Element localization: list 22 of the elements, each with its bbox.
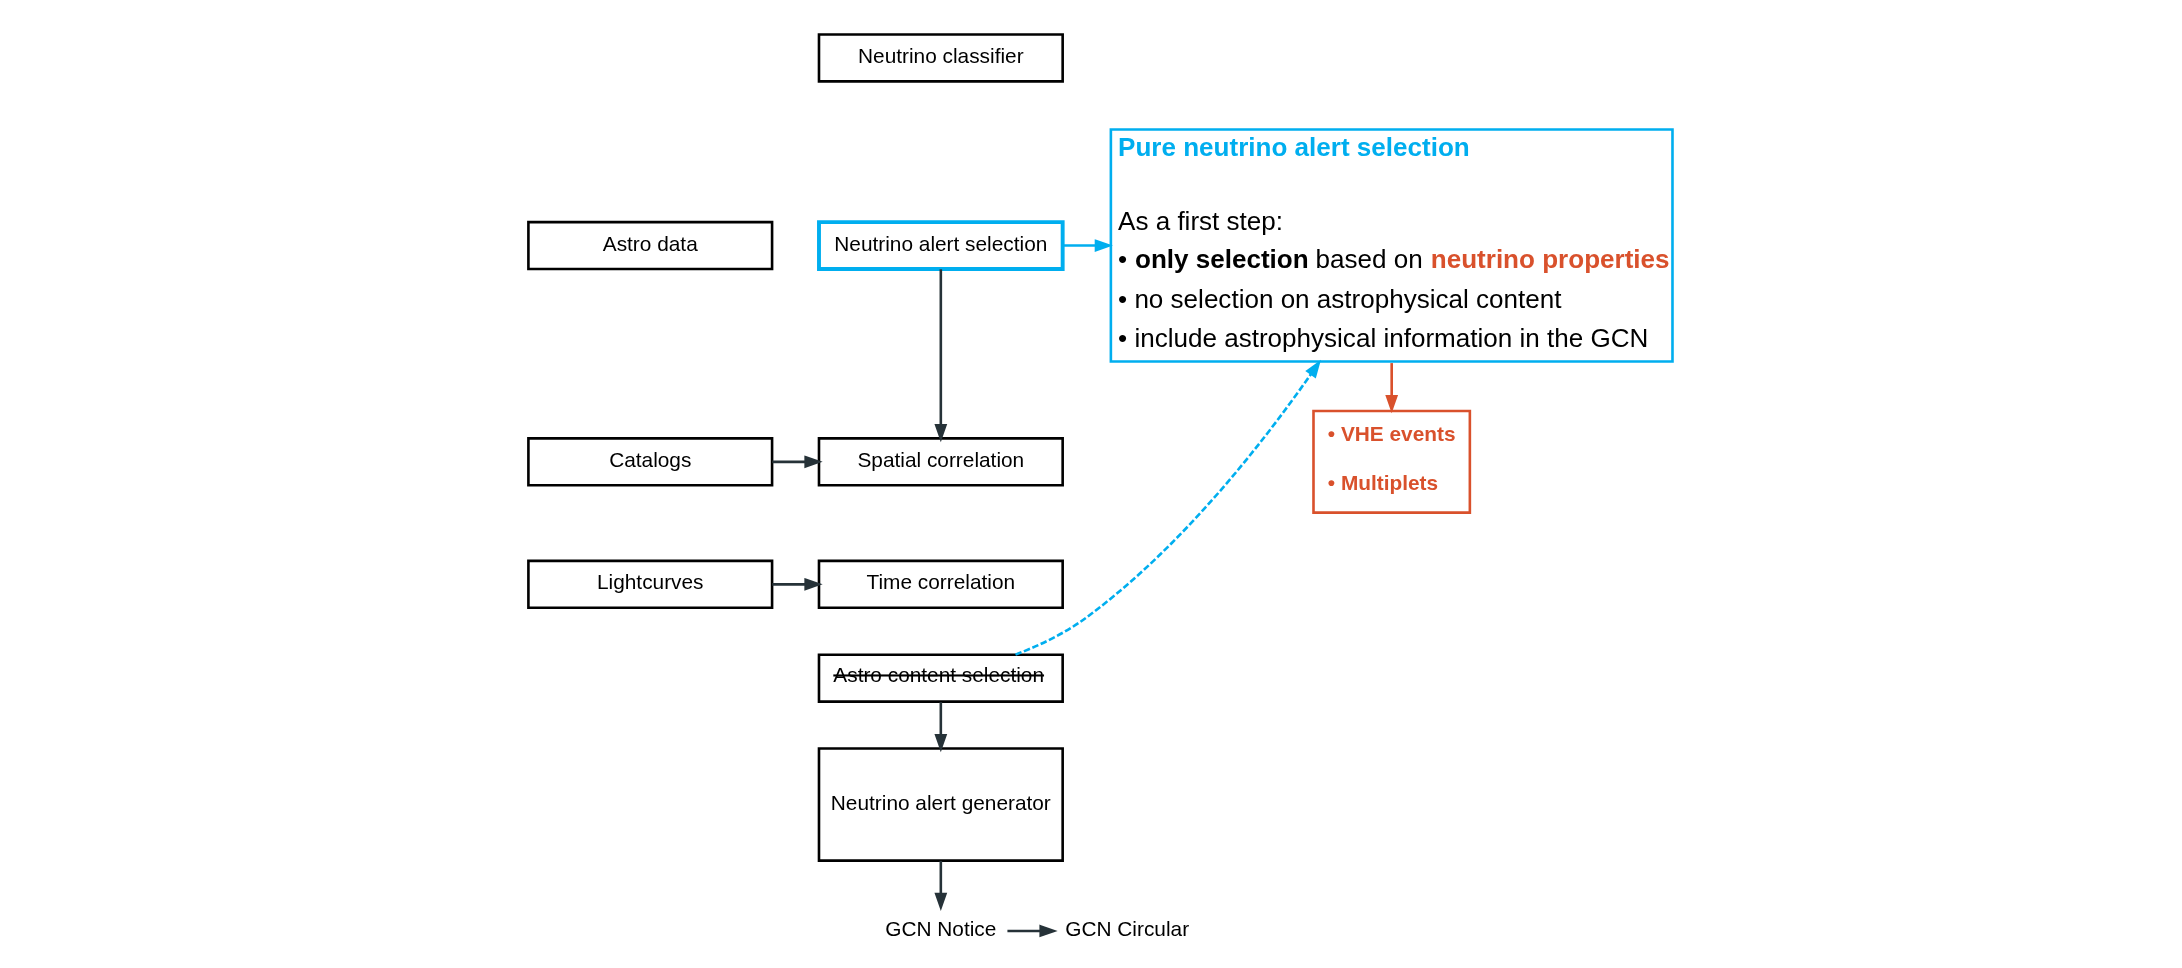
node-box: Neutrino alert selection	[817, 220, 1065, 271]
node-box: Lightcurves	[527, 559, 774, 610]
node-text: GCN Notice	[885, 916, 997, 940]
arrow	[1062, 239, 1113, 252]
node-box: • VHE events • Multiplets	[1312, 409, 1472, 514]
node-box: Neutrino alert generator	[817, 747, 1064, 862]
arrow	[934, 860, 948, 911]
node-text: GCN Circular	[1065, 916, 1190, 940]
arrow	[772, 455, 823, 469]
arrow	[934, 269, 948, 443]
arrow	[1015, 359, 1321, 656]
node-box: Astro content selection	[817, 653, 1064, 703]
arrow	[934, 702, 948, 753]
arrow	[1385, 363, 1399, 414]
node-box: Astro data	[527, 220, 774, 271]
node-box: Pure neutrino alert selection As a first step: • only selection based on neutrino properties • no selection on astrophysical content • include astrophysical information in the GCN	[1109, 128, 1674, 363]
arrow	[772, 577, 823, 591]
node-box: Catalogs	[527, 437, 774, 487]
node-box: Spatial correlation	[817, 437, 1064, 487]
node-box: Time correlation	[817, 559, 1064, 610]
arrow	[1007, 924, 1058, 938]
node-box: Neutrino classifier	[817, 33, 1064, 83]
